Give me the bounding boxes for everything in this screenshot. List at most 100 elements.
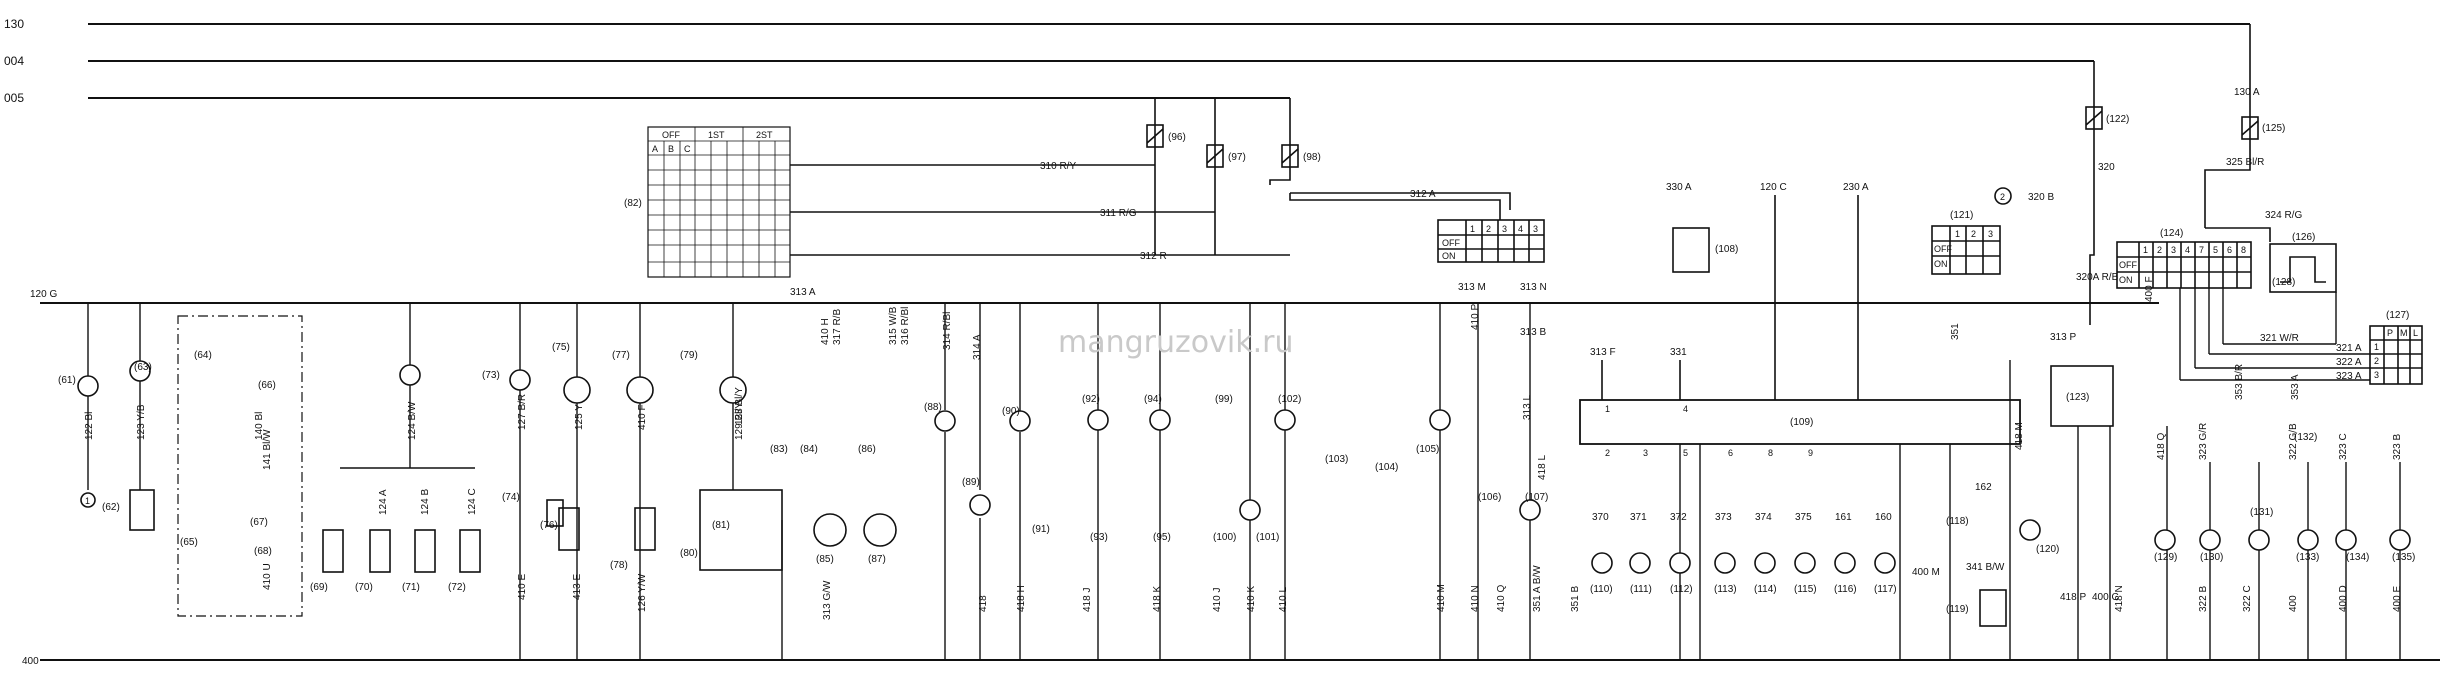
switch124-term-3: 3 bbox=[2171, 245, 2176, 255]
wire-label: 418 J bbox=[1082, 588, 1093, 612]
switch127-head-p: P bbox=[2387, 328, 2393, 338]
ignition-ref: (82) bbox=[624, 198, 642, 209]
component-ref-label: (103) bbox=[1325, 454, 1348, 465]
switch121-ref: (121) bbox=[1950, 210, 1973, 221]
wire-label: 400 bbox=[2288, 595, 2299, 612]
switch124-term-2: 2 bbox=[2157, 245, 2162, 255]
switch113-on: ON bbox=[1442, 251, 1456, 261]
ignition-pos-off: OFF bbox=[662, 130, 680, 140]
switch127-head-m: M bbox=[2400, 328, 2408, 338]
controller109-in-120c: 120 C bbox=[1760, 182, 1787, 193]
fuse-wire-320b: 320 B bbox=[2028, 192, 2054, 203]
component-ref-label: (74) bbox=[502, 492, 520, 503]
wire-label: 314 A bbox=[972, 334, 983, 360]
component-ref-label: (92) bbox=[1082, 394, 1100, 405]
switch121-term-1: 1 bbox=[1955, 229, 1960, 239]
wire-label: 125 Y bbox=[574, 404, 585, 430]
wire-label: 418 K bbox=[1152, 586, 1163, 612]
component-ref-label: (100) bbox=[1213, 532, 1236, 543]
wire-label: 323 C bbox=[2338, 433, 2349, 460]
wire-label: 353 A bbox=[2290, 374, 2301, 400]
wire-label: 141 Bl/W bbox=[262, 429, 273, 470]
wire-label: 400 E bbox=[2392, 586, 2403, 612]
component-ref-label: (80) bbox=[680, 548, 698, 559]
component-ref-label: (134) bbox=[2346, 552, 2369, 563]
component-ref-label: (115) bbox=[1794, 584, 1817, 595]
component-ref-label: (73) bbox=[482, 370, 500, 381]
switch113-term-3: 3 bbox=[1502, 224, 1507, 234]
switch124-term-5: 5 bbox=[2213, 245, 2218, 255]
unit123-wire-313p: 313 P bbox=[2050, 332, 2076, 343]
bus-label-400: 400 bbox=[22, 656, 39, 667]
controller109-pin-6: 6 bbox=[1728, 448, 1733, 458]
switch124-term-7: 7 bbox=[2199, 245, 2204, 255]
component-ref-label: (128) bbox=[2272, 277, 2295, 288]
component-ref-label: (88) bbox=[924, 402, 942, 413]
switch127-wire-321a: 321 A bbox=[2336, 343, 2362, 354]
relay126-wire: 324 R/G bbox=[2265, 210, 2302, 221]
switch113-off: OFF bbox=[1442, 238, 1460, 248]
component-ref-label: (130) bbox=[2200, 552, 2223, 563]
wire-label: 122 Bl bbox=[84, 412, 95, 440]
component-ref-label: (112) bbox=[1670, 584, 1693, 595]
fuse-98-label: (98) bbox=[1303, 152, 1321, 163]
controller109-in-230a: 230 A bbox=[1843, 182, 1869, 193]
controller109-out-375: 375 bbox=[1795, 512, 1812, 523]
switch127-row-2: 2 bbox=[2374, 356, 2379, 366]
marker-1: 1 bbox=[85, 496, 90, 506]
controller109-in-313f: 313 F bbox=[1590, 347, 1616, 358]
ignition-wire-310: 310 R/Y bbox=[1040, 161, 1076, 172]
component-ref-label: (110) bbox=[1590, 584, 1613, 595]
switch124-term-6: 6 bbox=[2227, 245, 2232, 255]
component-ref-label: (67) bbox=[250, 517, 268, 528]
wire-label: 351 A B/W bbox=[1532, 565, 1543, 612]
marker-2: 2 bbox=[2000, 192, 2005, 202]
wire-label: 413 E bbox=[572, 574, 583, 600]
switch127-wire-323a: 323 A bbox=[2336, 371, 2362, 382]
speaker118-wire: 162 bbox=[1975, 482, 1992, 493]
component-ref-label: (135) bbox=[2392, 552, 2415, 563]
switch113-term-2: 2 bbox=[1486, 224, 1491, 234]
wire-label: 418 N bbox=[2114, 585, 2125, 612]
controller109-out-160: 160 bbox=[1875, 512, 1892, 523]
component-ref-label: (102) bbox=[1278, 394, 1301, 405]
ignition-pos-2st: 2ST bbox=[756, 130, 773, 140]
ignition-wire-311: 311 R/G bbox=[1100, 208, 1137, 219]
controller109-pin-1: 1 bbox=[1605, 404, 1610, 414]
component-ref-label: (66) bbox=[258, 380, 276, 391]
speaker118-ref: (118) bbox=[1946, 516, 1969, 527]
component-ref-label: (104) bbox=[1375, 462, 1398, 473]
fuse-wire-325: 325 Bl/R bbox=[2226, 157, 2264, 168]
component-ref-label: (129) bbox=[2154, 552, 2177, 563]
component-ref-label: (76) bbox=[540, 520, 558, 531]
switch121-off: OFF bbox=[1934, 244, 1952, 254]
wire-label: 313 L bbox=[1522, 395, 1533, 420]
wire-label: 410 L bbox=[1278, 587, 1289, 612]
component-ref-label: (71) bbox=[402, 582, 420, 593]
switch124-off: OFF bbox=[2119, 260, 2137, 270]
wire-label: 400 F bbox=[2144, 276, 2155, 302]
wire-label: 124 A bbox=[378, 489, 389, 515]
switch113-term-4: 4 bbox=[1518, 224, 1523, 234]
wire-label: 351 B bbox=[1570, 586, 1581, 612]
bus-label-130: 130 bbox=[4, 17, 24, 31]
wire-label: 128 Bl/Y bbox=[734, 387, 745, 425]
component-ref-label: (107) bbox=[1525, 492, 1548, 503]
wire-label: 410 J bbox=[1212, 588, 1223, 612]
switch127-row-3: 3 bbox=[2374, 370, 2379, 380]
controller109-ref: (109) bbox=[1790, 417, 1813, 428]
wire-label: 124 B/W bbox=[407, 401, 418, 440]
wire-label: 317 R/B bbox=[832, 309, 843, 345]
bus-label-005: 005 bbox=[4, 91, 24, 105]
component-ref-label: (101) bbox=[1256, 532, 1279, 543]
wire-label: 353 B/R bbox=[2234, 364, 2245, 400]
wire-label: 410 P bbox=[1470, 304, 1481, 330]
controller109-out-370: 370 bbox=[1592, 512, 1609, 523]
watermark: mangruzovik.ru bbox=[1058, 325, 1293, 360]
switch127-wire-322a: 322 A bbox=[2336, 357, 2362, 368]
ignition-term-c: C bbox=[684, 144, 691, 154]
switch113-wire-312a: 312 A bbox=[1410, 189, 1436, 200]
component-ref-label: (79) bbox=[680, 350, 698, 361]
controller109-pin-2: 2 bbox=[1605, 448, 1610, 458]
